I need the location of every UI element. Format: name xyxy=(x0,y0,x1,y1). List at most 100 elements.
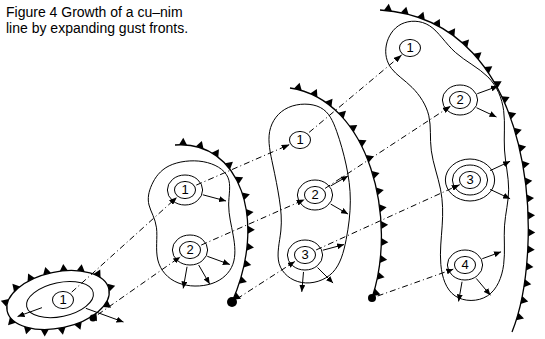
front-triangle xyxy=(518,144,526,152)
front-triangle xyxy=(242,192,250,200)
front-triangle xyxy=(93,270,100,278)
front-triangle xyxy=(338,111,346,119)
storm-cell: 3 xyxy=(459,171,480,189)
front-triangle xyxy=(325,99,332,107)
gust-front xyxy=(175,145,248,302)
front-triangle xyxy=(246,209,253,217)
front-triangle xyxy=(461,39,469,47)
cell-number: 3 xyxy=(301,248,308,262)
front-triangle xyxy=(107,284,115,292)
cloud-contours xyxy=(23,21,509,323)
front-triangle xyxy=(60,264,68,271)
front-triangle xyxy=(41,329,49,336)
outflow-arrow xyxy=(477,86,498,94)
gust-front xyxy=(380,10,528,332)
cell-track xyxy=(309,55,402,132)
front-dot xyxy=(368,294,376,302)
front-triangle xyxy=(24,326,32,334)
front-triangle xyxy=(212,149,219,157)
front-dot xyxy=(227,297,237,307)
cell-number: 1 xyxy=(296,133,303,147)
storm-cell: 1 xyxy=(399,39,420,57)
outflow-arrow xyxy=(331,176,348,186)
outflow-arrow xyxy=(203,195,226,201)
cloud-contour xyxy=(23,276,97,323)
outflow-arrow xyxy=(207,256,230,264)
outflow-arrow xyxy=(302,272,304,292)
front-triangle xyxy=(349,125,357,132)
cloud-outline xyxy=(269,104,350,283)
outflow-arrow xyxy=(482,252,501,259)
figure-caption: Figure 4 Growth of a cu–nim line by expa… xyxy=(6,4,206,36)
front-triangle xyxy=(248,226,255,234)
cell-track xyxy=(316,185,460,250)
outflow-arrow xyxy=(459,282,462,302)
outflow-arrow xyxy=(490,189,510,198)
front-triangle xyxy=(28,273,35,281)
storm-cell: 3 xyxy=(294,246,315,264)
front-triangle xyxy=(514,128,522,136)
outflow-arrow xyxy=(86,308,124,322)
cloud-contour xyxy=(287,240,322,270)
front-triangle xyxy=(516,313,524,321)
front-triangle xyxy=(522,161,530,169)
cell-track xyxy=(325,106,451,188)
gust-front xyxy=(1,262,114,338)
cell-number: 3 xyxy=(466,173,473,187)
storm-cell: 1 xyxy=(174,181,195,199)
cloud-contour xyxy=(442,85,477,115)
outflow-arrow xyxy=(331,204,348,214)
front-triangle xyxy=(377,272,385,280)
outflow-arrows xyxy=(18,86,511,322)
front-dots xyxy=(90,294,377,322)
front-triangle xyxy=(524,279,532,287)
outflow-arrow xyxy=(18,308,42,317)
cell-number: 4 xyxy=(461,258,468,272)
dot-tracks xyxy=(98,257,453,315)
cloud-outline xyxy=(148,161,235,286)
front-triangle xyxy=(74,322,81,330)
front-triangle xyxy=(179,138,187,145)
cloud-contour xyxy=(447,250,482,280)
dot-track xyxy=(378,269,454,296)
front-triangle xyxy=(528,245,535,253)
front-triangle xyxy=(484,66,492,73)
cloud-contour xyxy=(167,175,202,205)
gust-front xyxy=(290,88,381,298)
outflow-arrow xyxy=(199,265,210,284)
storm-cell: 2 xyxy=(304,186,325,204)
front-triangle xyxy=(433,19,440,27)
front-triangle xyxy=(528,211,535,219)
gust-fronts xyxy=(1,4,535,338)
front-triangle xyxy=(381,221,388,229)
cloud-contour xyxy=(445,159,494,201)
front-triangle xyxy=(508,112,516,120)
front-triangle xyxy=(527,195,534,203)
outflow-arrow xyxy=(183,267,187,289)
front-triangle xyxy=(43,267,51,275)
cloud-contour xyxy=(172,235,207,265)
front-triangle xyxy=(310,89,317,97)
front-triangle xyxy=(1,299,9,307)
cell-number: 2 xyxy=(456,93,463,107)
cell-track xyxy=(196,145,289,186)
front-triangle xyxy=(235,177,243,184)
front-triangle xyxy=(77,264,85,271)
front-triangle xyxy=(401,7,409,15)
front-triangle xyxy=(381,238,388,246)
front-triangle xyxy=(12,284,20,292)
cell-track xyxy=(201,200,304,245)
front-triangle xyxy=(474,52,482,60)
cell-number: 2 xyxy=(311,188,318,202)
front-triangle xyxy=(526,262,533,270)
front-triangle xyxy=(294,83,302,91)
front-triangle xyxy=(379,204,386,212)
cell-number: 2 xyxy=(186,243,193,257)
outflow-arrow xyxy=(323,245,344,251)
front-triangle xyxy=(58,327,66,335)
front-triangle xyxy=(528,228,535,236)
